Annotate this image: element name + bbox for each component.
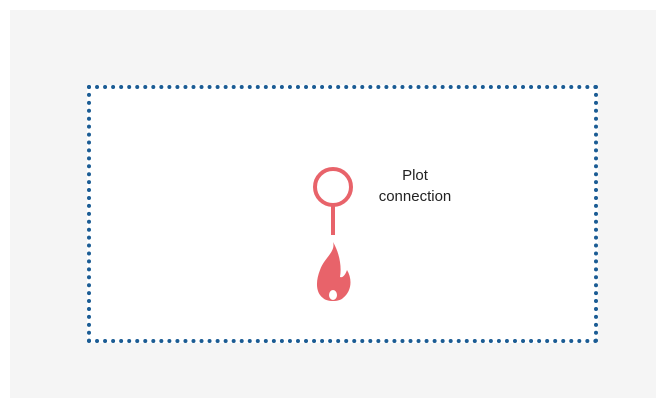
connection-label: Plot connection (378, 167, 452, 205)
diagram-canvas (10, 10, 656, 398)
flame-icon (316, 242, 351, 301)
connection-pin-icon (313, 167, 353, 235)
plot-boundary (87, 85, 598, 343)
